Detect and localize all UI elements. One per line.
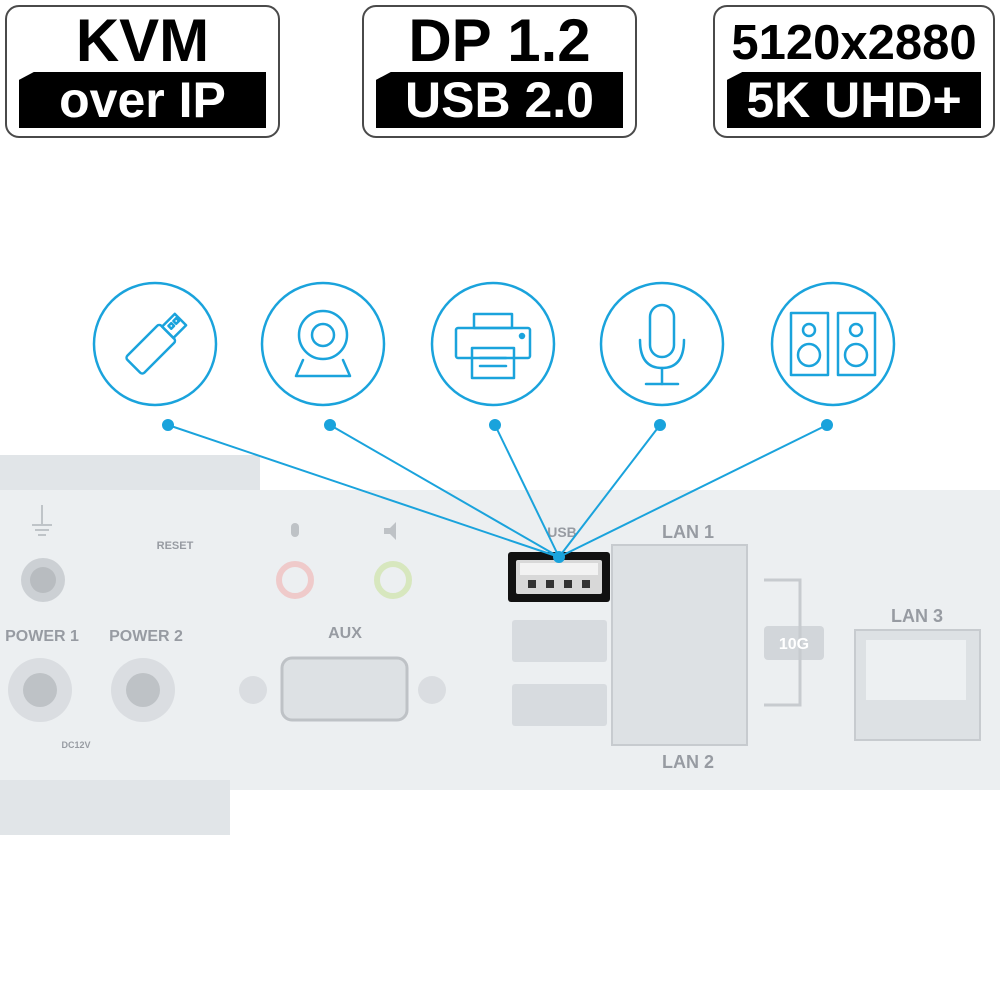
- kvm-over-ip-badge: KVM over IP: [5, 5, 280, 138]
- badge-res-title: 5120x2880: [731, 16, 977, 70]
- badge-dp-subtitle: USB 2.0: [376, 72, 623, 128]
- microphone-small-icon: [291, 523, 299, 537]
- microphone-icon: [599, 281, 725, 407]
- lan1-label: LAN 1: [662, 522, 714, 542]
- badge-res-subtitle: 5K UHD+: [727, 72, 981, 128]
- connector-lines: [162, 419, 833, 563]
- power1-label: POWER 1: [5, 628, 79, 645]
- device-rear-panel: [0, 455, 1000, 835]
- dc-label: DC12V: [61, 740, 90, 750]
- dp-usb-badge: DP 1.2 USB 2.0: [362, 5, 637, 138]
- speaker-small-icon: [384, 522, 396, 540]
- ground-icon: [32, 505, 52, 536]
- resolution-badge: 5120x2880 5K UHD+: [713, 5, 995, 138]
- reset-label: RESET: [157, 540, 194, 552]
- badge-dp-title: DP 1.2: [408, 7, 591, 74]
- lan2-label: LAN 2: [662, 752, 714, 772]
- power2-label: POWER 2: [109, 628, 183, 645]
- usb-stick-icon: [92, 281, 218, 407]
- speed-label: 10G: [779, 636, 809, 653]
- badge-kvm-title: KVM: [75, 7, 210, 74]
- lan3-label: LAN 3: [891, 606, 943, 626]
- printer-icon: [430, 281, 556, 407]
- badge-kvm-subtitle: over IP: [19, 72, 266, 128]
- usb-label: USB: [547, 524, 577, 540]
- speakers-icon: [770, 281, 896, 407]
- aux-label: AUX: [328, 625, 362, 642]
- usb-port-highlight: [508, 552, 610, 602]
- webcam-icon: [260, 281, 386, 407]
